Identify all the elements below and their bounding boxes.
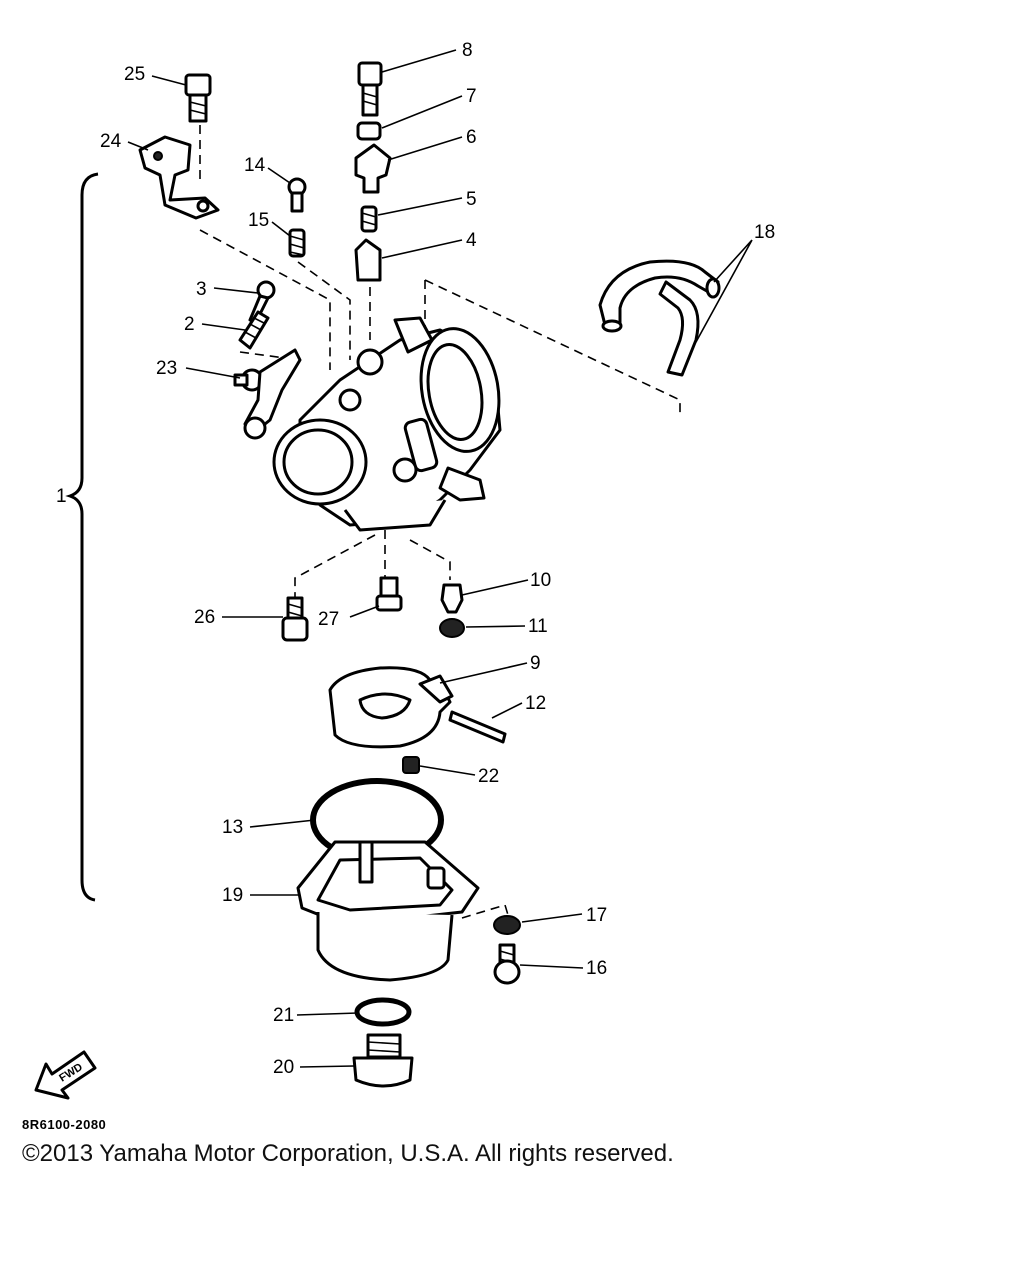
callout-11: 11 [528, 616, 548, 637]
callout-26: 26 [194, 607, 215, 628]
callout-10: 10 [530, 570, 551, 591]
part-24-bracket [138, 135, 220, 220]
part-17-washer [493, 915, 521, 935]
drawing-code: 8R6100-2080 [22, 1117, 107, 1132]
part-6-adjuster [354, 143, 392, 194]
callout-20: 20 [273, 1057, 294, 1078]
callout-3: 3 [196, 279, 207, 300]
part-5-spring [360, 205, 378, 233]
callout-25: 25 [124, 64, 145, 85]
part-19-float-bowl [296, 840, 480, 982]
callout-1: 1 [56, 486, 67, 507]
callout-numbers: 1 2 3 4 5 6 7 8 9 10 11 12 13 14 15 16 1… [56, 40, 775, 1078]
callout-15: 15 [248, 210, 269, 231]
part-27-jet [375, 576, 403, 612]
callout-21: 21 [273, 1005, 294, 1026]
callout-2: 2 [184, 314, 195, 335]
part-18-hose [598, 259, 721, 377]
part-14-screw [287, 177, 307, 213]
part-15-spring [288, 228, 306, 258]
part-22-jet [402, 756, 420, 774]
assembly-bracket [65, 172, 99, 902]
part-4-piston [354, 238, 382, 282]
callout-19: 19 [222, 885, 243, 906]
callout-18: 18 [754, 222, 775, 243]
callout-17: 17 [586, 905, 607, 926]
callout-24: 24 [100, 131, 122, 152]
fwd-arrow-icon: FWD [34, 1050, 97, 1100]
callout-14: 14 [244, 155, 266, 176]
part-2-spring [238, 310, 270, 350]
callout-4: 4 [466, 230, 477, 251]
part-10-needle-valve [440, 583, 464, 614]
part-7-nut [356, 121, 382, 141]
callout-16: 16 [586, 958, 607, 979]
callout-27: 27 [318, 609, 339, 630]
callout-8: 8 [462, 40, 473, 61]
callout-12: 12 [525, 693, 546, 714]
part-11-seat [439, 618, 465, 638]
callout-13: 13 [222, 817, 243, 838]
part-16-screw [493, 943, 521, 985]
part-8-screw [357, 61, 383, 117]
part-20-drain-plug [352, 1033, 414, 1088]
leader-lines [127, 49, 753, 1068]
callout-9: 9 [530, 653, 541, 674]
part-26-jet-holder [281, 596, 309, 642]
callout-22: 22 [478, 766, 499, 787]
copyright-notice: ©2013 Yamaha Motor Corporation, U.S.A. A… [22, 1140, 674, 1167]
part-12-pin [448, 710, 507, 744]
callout-6: 6 [466, 127, 477, 148]
carburetor-body [243, 316, 502, 532]
part-25-bolt [184, 73, 212, 123]
callout-23: 23 [156, 358, 177, 379]
part-9-float [328, 666, 454, 749]
callout-5: 5 [466, 189, 477, 210]
callout-7: 7 [466, 86, 477, 107]
part-21-o-ring [354, 997, 412, 1027]
assembly-guide-lines [199, 110, 681, 919]
